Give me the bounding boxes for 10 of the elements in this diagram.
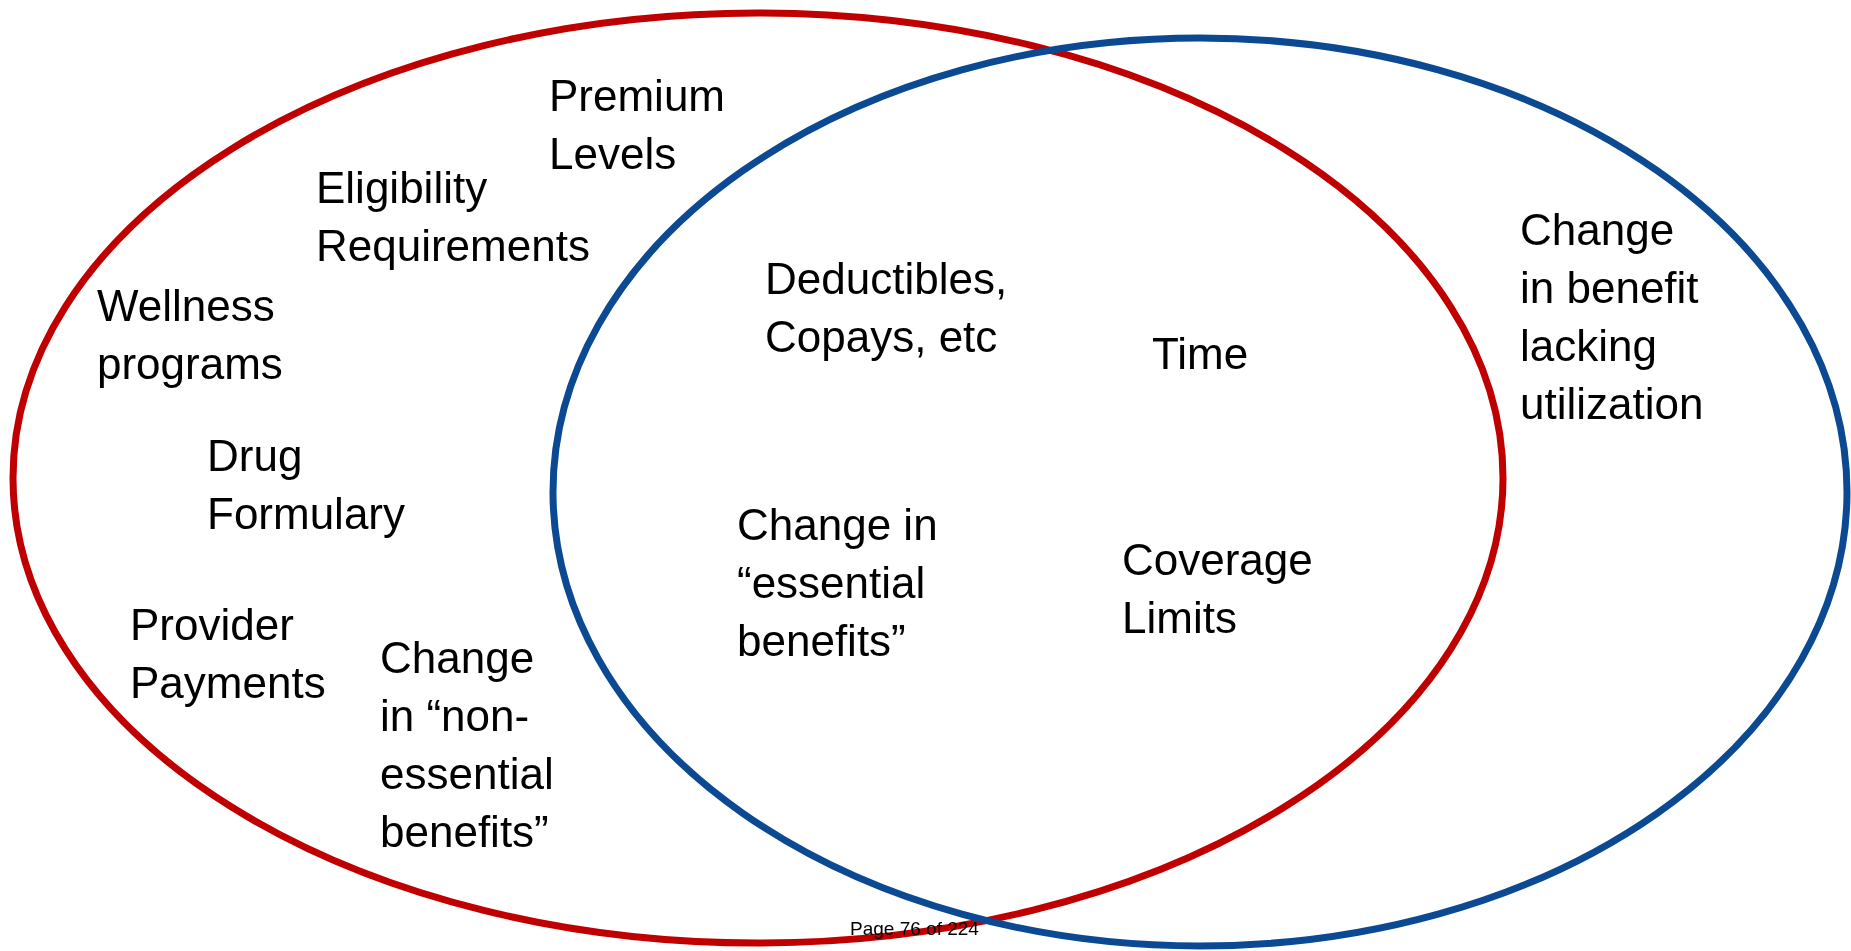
venn-label: Drug Formulary [207, 430, 407, 540]
venn-label: Change in benefit lacking utilization [1520, 204, 1705, 430]
venn-ellipse [9, 9, 1507, 947]
venn-label: Coverage Limits [1122, 534, 1314, 644]
venn-label: Wellness programs [97, 280, 284, 390]
venn-label: Deductibles, Copays, etc [765, 253, 1009, 363]
venn-label: Change in “essential benefits” [737, 499, 939, 667]
venn-label: Provider Payments [130, 599, 327, 709]
venn-label: Time [1152, 328, 1250, 380]
venn-label: Change in “non-essential benefits” [380, 632, 555, 858]
